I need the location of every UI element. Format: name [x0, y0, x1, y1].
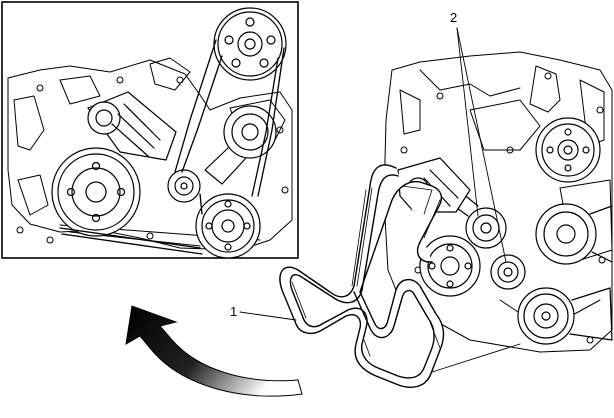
engine-front-view: [383, 51, 613, 353]
belt-leader-line: [431, 343, 521, 373]
idler-pulley: [490, 254, 526, 290]
serpentine-belt: [279, 164, 445, 388]
inset-crank-pulley: [51, 147, 141, 237]
engine-block: [383, 51, 613, 353]
inset-view: [1, 1, 299, 259]
callout-2: 2: [450, 10, 507, 263]
inset-top-pulley: [213, 7, 287, 81]
water-pump-pulley: [535, 117, 601, 183]
inset-idler-pulley: [167, 169, 201, 203]
crankshaft-pulley: [419, 235, 481, 297]
inset-ac-pulley: [195, 193, 261, 259]
curved-arrow-icon: [125, 305, 303, 397]
callout-1: 1: [230, 304, 297, 321]
power-steering-pulley: [535, 203, 613, 265]
ac-compressor-pulley: [517, 287, 613, 345]
inset-alternator: [87, 91, 177, 161]
callout-2-label: 2: [450, 10, 457, 25]
callout-1-label: 1: [230, 304, 237, 319]
removal-direction-arrow: [125, 305, 303, 397]
inset-belt: [59, 39, 285, 255]
